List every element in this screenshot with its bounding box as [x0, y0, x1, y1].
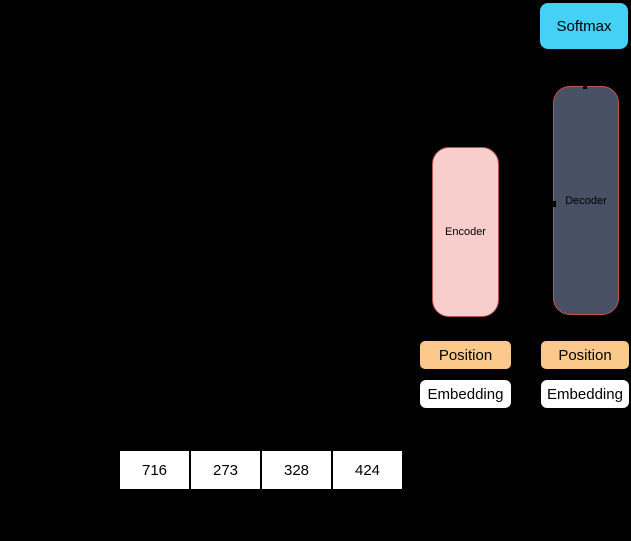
- token-id-cell: 328: [262, 451, 331, 489]
- softmax-node: Softmax: [540, 3, 628, 49]
- position-box-decoder: Position: [541, 341, 629, 369]
- token-id-cell: 424: [333, 451, 402, 489]
- token-id-row: 716 273 328 424: [120, 451, 402, 489]
- decoder-node: Decoder: [553, 86, 619, 315]
- token-id-cell: 716: [120, 451, 189, 489]
- embedding-box-encoder: Embedding: [420, 380, 511, 408]
- embedding-box-decoder: Embedding: [541, 380, 629, 408]
- connector-notch-decoder-to-softmax: [583, 83, 587, 89]
- token-id-cell: 273: [191, 451, 260, 489]
- encoder-node: Encoder: [432, 147, 499, 317]
- connector-notch-encoder-to-decoder: [549, 201, 556, 207]
- position-box-encoder: Position: [420, 341, 511, 369]
